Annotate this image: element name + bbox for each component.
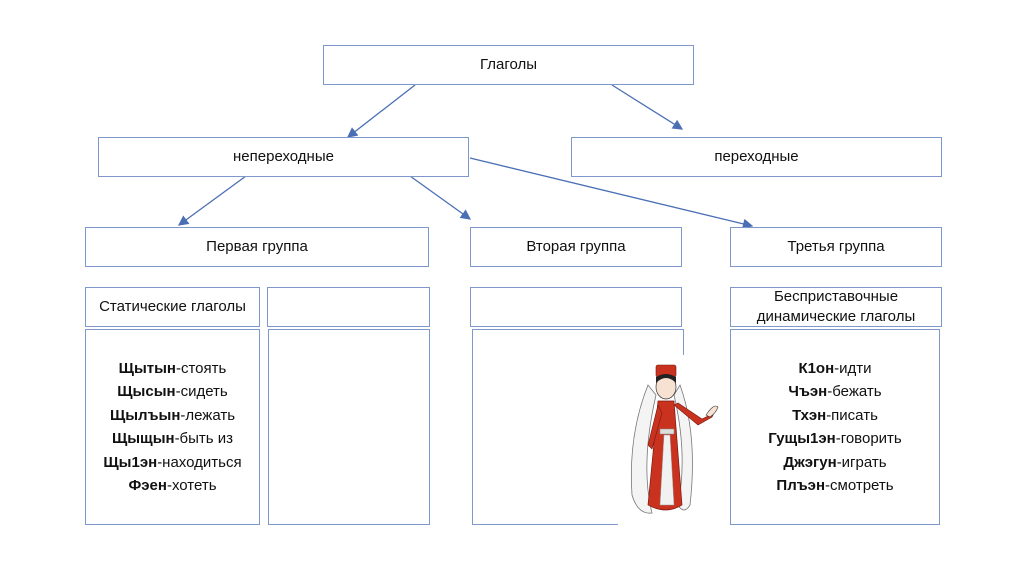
arrow-root-to-transitive	[611, 84, 684, 130]
second-group-label: Вторая группа	[526, 237, 626, 255]
static-verbs-header: Статические глаголы	[85, 287, 260, 327]
arrow-to-second-group	[409, 175, 472, 220]
verb-item: Фэен-хотеть	[128, 477, 217, 494]
static-verbs-list: Щытын-стоять Щысын-сидеть Щылъын-лежать …	[85, 329, 260, 525]
static-verbs-label: Статические глаголы	[99, 298, 246, 315]
transitive-node: переходные	[571, 137, 942, 177]
third-group-label: Третья группа	[787, 237, 885, 255]
empty-list-2	[268, 329, 430, 525]
verb-item: Чъэн-бежать	[788, 383, 882, 400]
empty-header-3	[470, 287, 682, 327]
verb-item: Щысын-сидеть	[117, 383, 228, 400]
intransitive-label: непереходные	[233, 147, 334, 165]
verb-item: Джэгун-играть	[783, 453, 887, 471]
dynamic-verbs-list: К1он-идти Чъэн-бежать Тхэн-писать Гущы1э…	[730, 329, 940, 525]
first-group-label: Первая группа	[206, 237, 308, 255]
second-group-node: Вторая группа	[470, 227, 682, 267]
root-label: Глаголы	[479, 55, 538, 73]
verb-item: Щытын-стоять	[118, 359, 227, 377]
verb-item: Щы1эн-находиться	[103, 453, 242, 471]
verb-item: Гущы1эн-говорить	[768, 430, 902, 447]
dynamic-verbs-header: Бесприставочные динамические глаголы	[730, 287, 942, 327]
arrow-root-to-intransitive	[346, 84, 416, 138]
intransitive-node: непереходные	[98, 137, 469, 177]
transitive-label: переходные	[714, 147, 799, 165]
arrow-to-third-group	[469, 157, 754, 229]
third-group-node: Третья группа	[730, 227, 942, 267]
root-node: Глаголы	[323, 45, 694, 85]
verb-item: Тхэн-писать	[792, 406, 878, 424]
verb-item: Щылъын-лежать	[109, 406, 236, 424]
dynamic-verbs-label: Бесприставочные динамические глаголы	[756, 288, 916, 325]
verb-item: Щыщын-быть из	[111, 430, 234, 447]
arrow-to-first-group	[177, 175, 247, 226]
verb-item: К1он-идти	[798, 359, 872, 377]
first-group-node: Первая группа	[85, 227, 429, 267]
verb-item: Плъэн-смотреть	[776, 477, 894, 494]
empty-header-2	[267, 287, 430, 327]
girl-illustration	[618, 355, 730, 525]
